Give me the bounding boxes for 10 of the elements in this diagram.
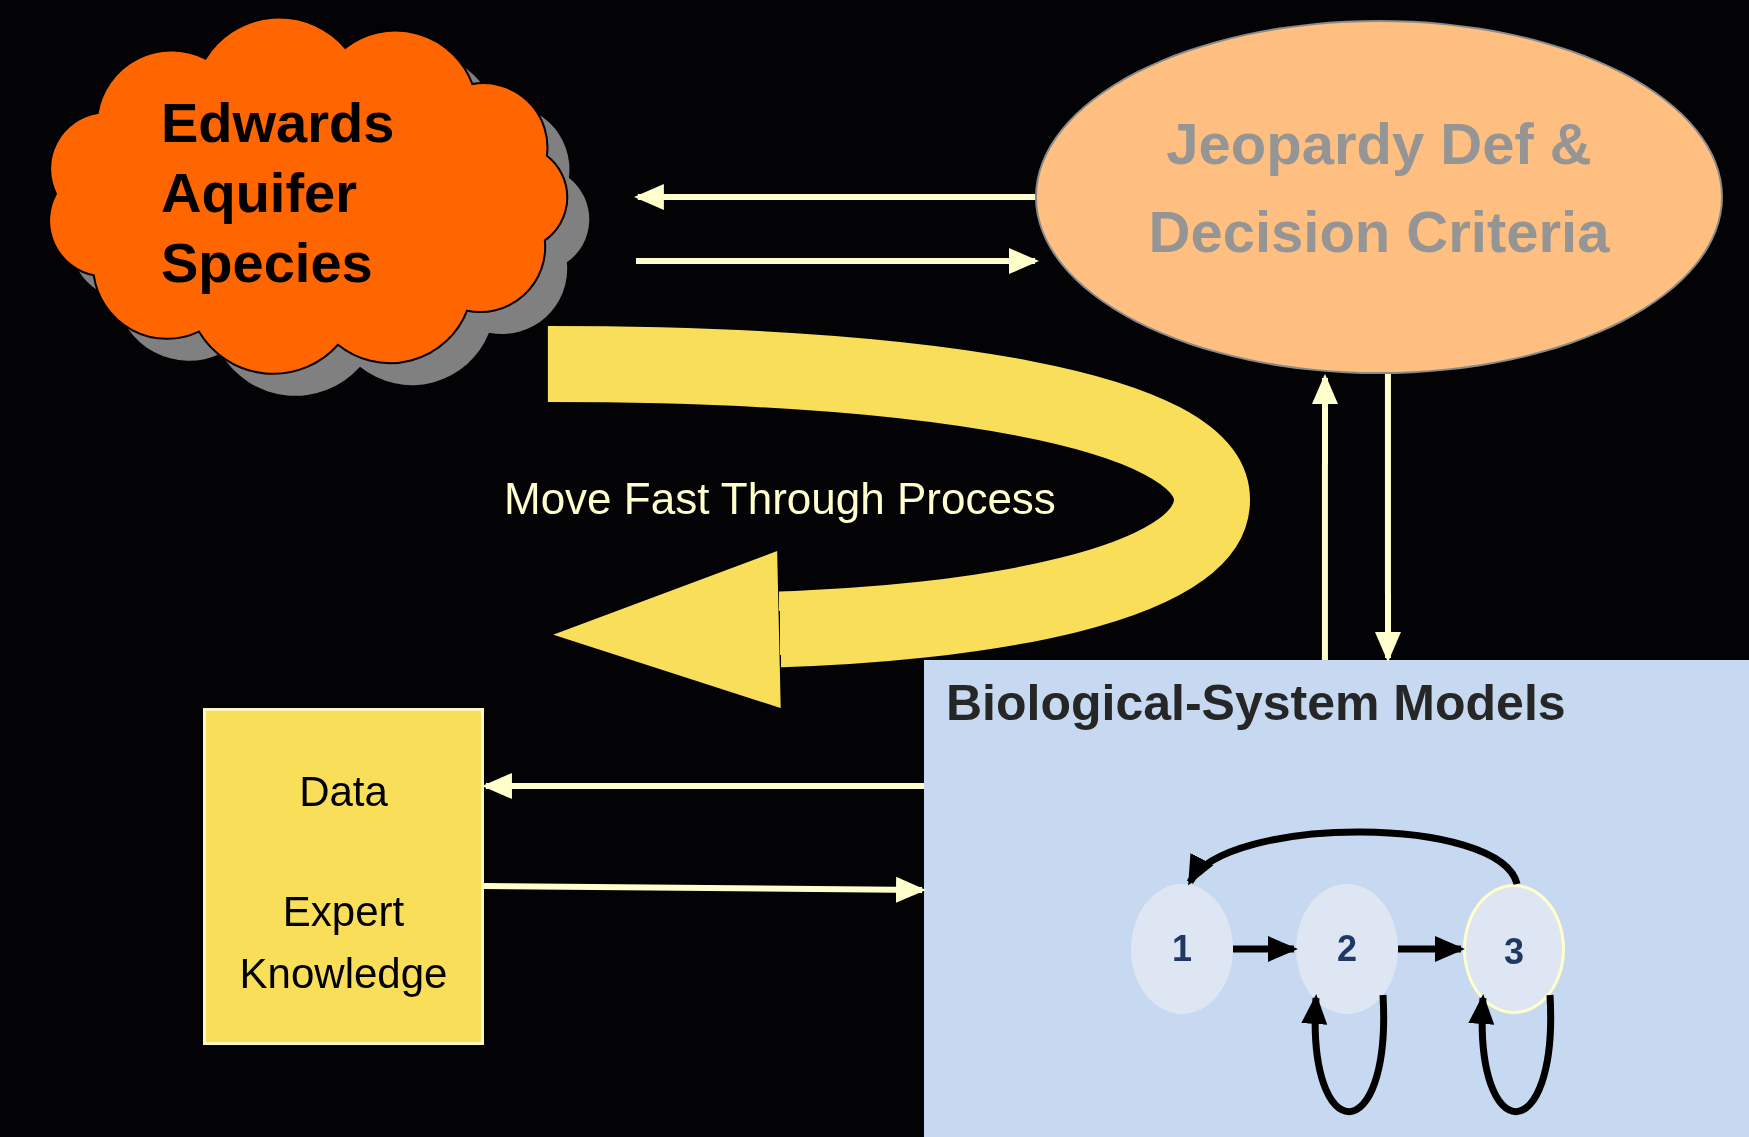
state-number: 1 [1171, 928, 1193, 970]
model-panel [924, 660, 1749, 1137]
cloud-label: Edwards Aquifer Species [161, 90, 396, 296]
box-label: Data [298, 767, 389, 817]
box-label: Expert Knowledge [238, 887, 449, 999]
node-label: Jeopardy Def & Decision Criteria [1147, 110, 1611, 266]
state-number: 3 [1503, 931, 1525, 973]
data-box [203, 708, 484, 1045]
state-number: 2 [1336, 928, 1358, 970]
panel-title: Biological-System Models [946, 674, 1566, 732]
